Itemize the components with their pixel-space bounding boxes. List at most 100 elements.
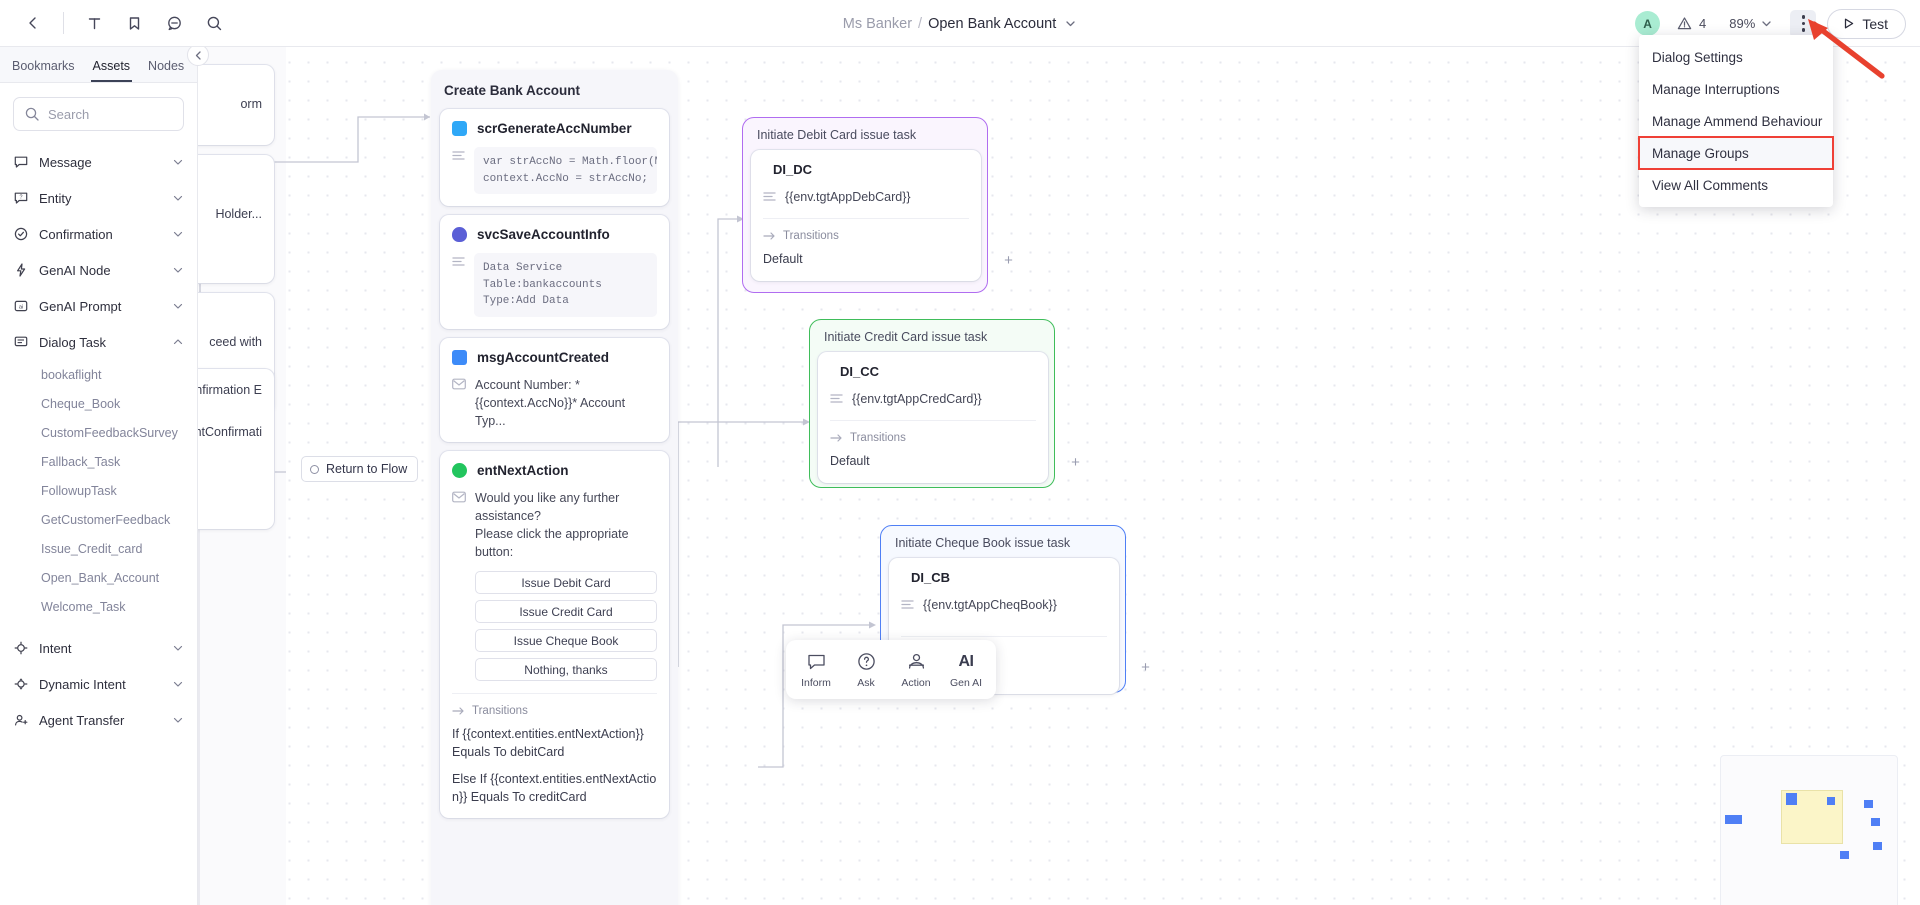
offscreen-card-form[interactable]: orm [198, 65, 274, 145]
breadcrumb-chevron-down-icon[interactable] [1064, 17, 1077, 30]
return-to-flow-chip[interactable]: Return to Flow [301, 456, 419, 482]
dynamic-intent-icon [13, 677, 29, 691]
dialog-task-followup-task[interactable]: FollowupTask [41, 483, 117, 498]
options-dropdown-menu[interactable]: Dialog Settings Manage Interruptions Man… [1638, 35, 1834, 207]
dialog-task-get-customer-feedback[interactable]: GetCustomerFeedback [41, 512, 171, 527]
node-msg-account-created-text: Account Number: *{{context.AccNo}}* Acco… [475, 377, 626, 428]
dialog-task-fallback-task[interactable]: Fallback_Task [41, 454, 121, 469]
back-button[interactable] [14, 6, 52, 40]
node-di-dc[interactable]: DI_DC {{env.tgtAppDebCard}} Transitions … [751, 150, 981, 281]
group-create-bank-account[interactable]: Create Bank Account scrGenerateAccNumber… [431, 70, 678, 905]
offscreen-card-confirmation[interactable]: nfirmation E ntConfirmati [198, 369, 274, 529]
dialog-task-issue-credit-card[interactable]: Issue_Credit_card [41, 541, 143, 556]
node-insert-toolbar[interactable]: Inform Ask Action AI Gen AI [786, 640, 996, 699]
sidebar-item-genai-prompt[interactable]: ai GenAI Prompt [0, 288, 197, 324]
sidebar-item-genai-node[interactable]: GenAI Node [0, 252, 197, 288]
dialog-task-custom-feedback-survey[interactable]: CustomFeedbackSurvey [41, 425, 178, 440]
node-svc-save-account-info-label: svcSaveAccountInfo [477, 227, 610, 242]
search-input[interactable] [48, 106, 172, 122]
transition-item-2[interactable]: Else If {{context.entities.entNextActio … [452, 771, 657, 804]
menu-item-view-all-comments[interactable]: View All Comments [1652, 177, 1769, 193]
group-initiate-credit-card[interactable]: Initiate Credit Card issue task DI_CC {{… [809, 319, 1055, 488]
toolbar-ask[interactable]: Ask [842, 648, 890, 691]
test-button[interactable]: Test [1827, 8, 1906, 39]
kebab-dot [1801, 21, 1806, 26]
toolbar-inform-label: Inform [801, 677, 831, 689]
button-issue-cheque-book[interactable]: Issue Cheque Book [475, 629, 657, 653]
node-msg-account-created-body: Account Number: *{{context.AccNo}}* Acco… [452, 376, 657, 430]
breadcrumb-current[interactable]: Open Bank Account [928, 15, 1057, 32]
offscreen-card-form-label: orm [240, 97, 262, 111]
chevron-left-icon [195, 50, 201, 60]
node-ent-next-action-body: Would you like any further assistance? P… [452, 489, 657, 682]
dialog-task-cheque-book[interactable]: Cheque_Book [41, 396, 121, 411]
kebab-dot [1801, 28, 1806, 32]
node-ent-next-action-prompt: Would you like any further assistance? P… [475, 490, 629, 560]
node-msg-account-created-label: msgAccountCreated [477, 349, 610, 365]
zoom-control[interactable]: 89% [1723, 12, 1779, 35]
sidebar-item-entity[interactable]: ? Entity [0, 180, 197, 216]
minimap-node [1786, 793, 1797, 805]
minimap-node [1725, 815, 1742, 824]
transition-default-cc[interactable]: Default [830, 454, 870, 469]
dialog-task-open-bank-account[interactable]: Open_Bank_Account [41, 570, 160, 585]
node-scr-generate-acc-number[interactable]: scrGenerateAccNumber var strAccNo = Math… [440, 109, 669, 206]
script-lines-icon [901, 598, 914, 614]
search-tool-button[interactable] [195, 6, 233, 40]
menu-item-dialog-settings[interactable]: Dialog Settings [1652, 49, 1743, 65]
transition-default-dc[interactable]: Default [763, 252, 803, 267]
tab-assets[interactable]: Assets [90, 59, 133, 82]
node-msg-account-created[interactable]: msgAccountCreated Account Number: *{{con… [440, 337, 669, 442]
sidebar-item-intent-label: Intent [39, 640, 72, 656]
avatar[interactable]: A [1635, 11, 1661, 36]
canvas-minimap[interactable] [1720, 755, 1898, 905]
warnings-indicator[interactable]: 4 [1671, 12, 1712, 35]
sidebar-item-dialog-task[interactable]: Dialog Task [0, 324, 197, 360]
menu-item-manage-interruptions[interactable]: Manage Interruptions [1652, 81, 1780, 97]
bookmark-tool-button[interactable] [115, 6, 153, 40]
asset-nav-list[interactable]: Message ? Entity Confirmation [0, 139, 197, 905]
menu-item-manage-groups[interactable]: Manage Groups [1638, 136, 1834, 170]
script-lines-icon [452, 149, 465, 194]
dialog-task-bookaflight[interactable]: bookaflight [41, 367, 102, 382]
button-nothing-thanks[interactable]: Nothing, thanks [475, 658, 657, 682]
collapse-panel-button[interactable] [187, 44, 209, 66]
sidebar-item-confirmation[interactable]: Confirmation [0, 216, 197, 252]
breadcrumb-parent[interactable]: Ms Banker [842, 15, 913, 32]
chevron-down-icon [172, 156, 184, 168]
tab-nodes[interactable]: Nodes [148, 59, 185, 73]
comment-tool-button[interactable] [155, 6, 193, 40]
sidebar-item-agent-transfer[interactable]: Agent Transfer [0, 702, 197, 738]
toolbar-genai[interactable]: AI Gen AI [942, 648, 990, 691]
toolbar-inform[interactable]: Inform [792, 648, 840, 691]
dialog-task-welcome-task[interactable]: Welcome_Task [41, 599, 126, 614]
breadcrumb: Ms Banker / Open Bank Account [843, 16, 1078, 32]
node-ent-next-action[interactable]: entNextAction Would you like any further… [440, 450, 669, 819]
sidebar-item-dynamic-intent[interactable]: Dynamic Intent [0, 666, 197, 702]
search-box[interactable] [13, 97, 184, 131]
node-di-cc[interactable]: DI_CC {{env.tgtAppCredCard}} Transitions… [818, 352, 1048, 483]
node-scr-generate-acc-number-label: scrGenerateAccNumber [477, 121, 632, 136]
button-issue-credit-card[interactable]: Issue Credit Card [475, 600, 657, 624]
offscreen-card-holder[interactable]: Holder... [198, 155, 274, 283]
menu-item-manage-ammend-behaviour[interactable]: Manage Ammend Behaviour [1652, 113, 1823, 129]
add-node-cheque-book[interactable]: + [1141, 659, 1150, 676]
search-icon [207, 16, 221, 30]
button-issue-debit-card[interactable]: Issue Debit Card [475, 571, 657, 595]
transitions-label: Transitions [472, 705, 528, 718]
more-options-button[interactable] [1790, 9, 1817, 38]
sidebar-item-message[interactable]: Message [0, 144, 197, 180]
toolbar-action[interactable]: Action [892, 648, 940, 691]
add-node-credit-card[interactable]: + [1071, 454, 1080, 471]
flow-canvas[interactable]: orm Holder... ceed with nfirmation E ntC… [198, 47, 1920, 905]
tab-bookmarks[interactable]: Bookmarks [12, 59, 75, 73]
group-initiate-debit-card[interactable]: Initiate Debit Card issue task DI_DC {{e… [742, 117, 988, 293]
transition-item-1[interactable]: If {{context.entities.entNextAction}} Eq… [452, 727, 644, 760]
sidebar-item-agent-transfer-label: Agent Transfer [39, 712, 125, 728]
chevron-up-icon [172, 336, 184, 348]
text-tool-button[interactable] [75, 6, 113, 40]
node-svc-save-account-info[interactable]: svcSaveAccountInfo Data Service Table:ba… [440, 215, 669, 329]
sidebar-item-intent[interactable]: Intent [0, 630, 197, 666]
offscreen-card-confirmation-label: nfirmation E [198, 383, 262, 397]
add-node-debit-card[interactable]: + [1004, 252, 1013, 269]
